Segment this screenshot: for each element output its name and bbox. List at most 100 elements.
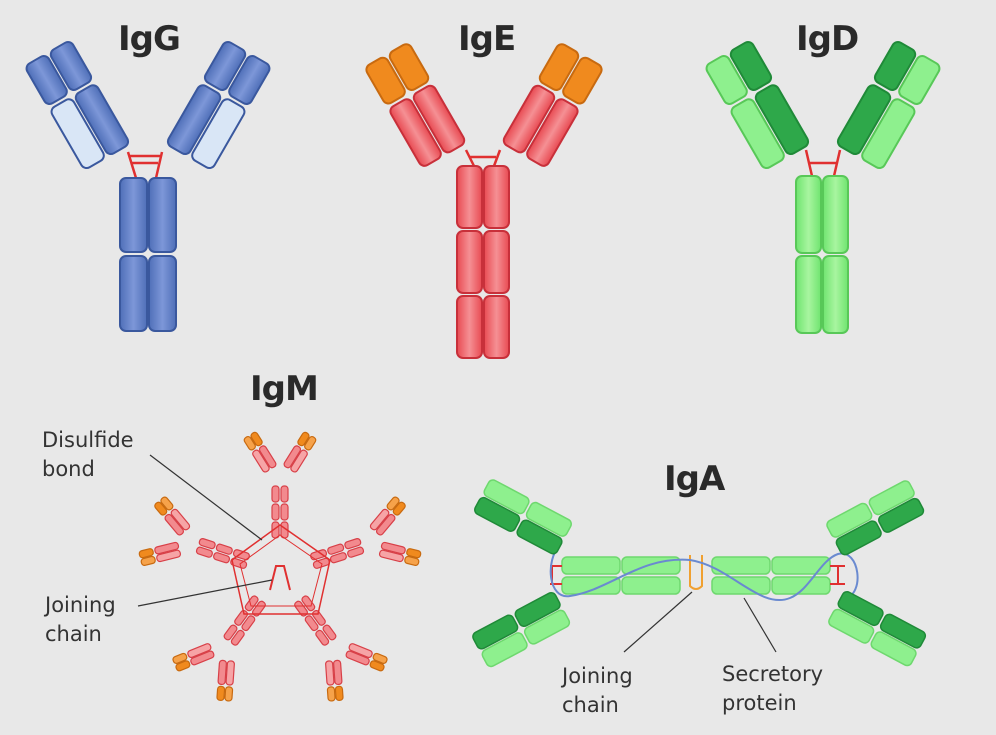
- igm-heavy-chain-segment: [329, 552, 347, 564]
- igd-title: IgD: [796, 19, 859, 59]
- igm-variable-region: [250, 431, 263, 447]
- secretory-protein-label: Secretory protein: [722, 660, 823, 718]
- igm-heavy-chain-segment: [294, 600, 308, 617]
- iga-heavy-chain-segment: [561, 556, 621, 575]
- igm-variable-region: [140, 555, 156, 566]
- igm-heavy-chain-segment: [322, 624, 337, 641]
- iga-light-chain-segment: [481, 632, 528, 668]
- igm-variable-region: [297, 431, 310, 447]
- igm-light-chain-segment: [325, 660, 335, 686]
- igm-heavy-chain-segment: [375, 513, 396, 536]
- igm-variable-region: [154, 501, 168, 516]
- igm-variable-region: [406, 548, 422, 559]
- igm-pentamer: [138, 431, 422, 702]
- igm-variable-region: [326, 686, 336, 702]
- igm-arm: [345, 643, 388, 672]
- igg-heavy-chain-segment: [119, 255, 148, 332]
- igm-joining-chain-label-line-1: Joining: [45, 593, 116, 617]
- igm-variable-region: [392, 501, 406, 516]
- secretory-protein-leader-line: [743, 597, 777, 653]
- igd-heavy-chain-segment: [795, 255, 822, 334]
- ige-variable-region: [538, 43, 580, 91]
- igm-monomer: [294, 595, 388, 702]
- iga-light-chain-segment: [826, 502, 873, 538]
- igm-heavy-chain-segment: [344, 537, 362, 550]
- disulfide-bond-label: Disulfide bond: [42, 426, 134, 484]
- ige-light-chain-segment: [389, 98, 442, 167]
- igg-heavy-chain-segment: [119, 177, 148, 253]
- secretory-protein-label-line-1: Secretory: [722, 662, 824, 686]
- iga-secretory-protein: [549, 544, 859, 601]
- igm-arm: [154, 496, 191, 536]
- iga-heavy-chain-segment: [514, 591, 561, 627]
- igg-heavy-chain-segment: [74, 84, 130, 156]
- igd-light-chain-segment: [898, 55, 941, 105]
- igd-heavy-chain-segment: [754, 84, 810, 156]
- iga-title: IgA: [664, 459, 725, 499]
- igm-monomer: [243, 431, 317, 539]
- igm-heavy-chain-segment: [241, 615, 256, 632]
- igm-heavy-chain-segment: [380, 541, 406, 555]
- igm-disulfide-ring: [231, 524, 331, 615]
- ige-heavy-chain-segment: [456, 295, 483, 359]
- iga-heavy-chain-segment: [879, 613, 927, 649]
- igm-variable-region: [138, 548, 154, 559]
- iga-joining-chain-label: Joining chain: [562, 662, 633, 720]
- igm-arm: [283, 431, 317, 473]
- iga-heavy-chain-segment: [472, 614, 519, 650]
- ige-variable-region: [562, 56, 603, 105]
- igg-antibody: [25, 41, 271, 332]
- igm-light-chain-segment: [170, 508, 191, 531]
- igd-heavy-chain-segment: [836, 84, 892, 156]
- igm-joining-chain: [269, 565, 291, 591]
- igd-heavy-chain-segment: [822, 255, 849, 334]
- igm-heavy-chain-segment: [345, 650, 370, 666]
- igm-variable-region: [175, 660, 191, 672]
- ige-variable-region: [365, 56, 406, 105]
- iga-light-chain-segment: [525, 501, 572, 537]
- iga-light-chain-segment: [483, 479, 530, 515]
- igm-light-chain-segment: [369, 508, 390, 531]
- iga-heavy-chain-segment: [837, 591, 884, 627]
- igm-variable-region: [369, 660, 385, 672]
- iga-joining-chain-label-line-1: Joining: [562, 664, 633, 688]
- igm-monomer: [138, 496, 250, 569]
- igm-heavy-chain-segment: [244, 595, 259, 612]
- iga-heavy-chain-segment: [516, 519, 563, 555]
- igm-heavy-chain-segment: [230, 557, 248, 569]
- igm-joining-chain-label: Joining chain: [45, 591, 116, 649]
- igm-heavy-chain-segment: [215, 543, 233, 555]
- ige-title: IgE: [458, 19, 516, 59]
- igm-arm: [138, 541, 182, 566]
- igg-light-chain-segment: [50, 98, 105, 170]
- igm-monomer: [172, 595, 266, 702]
- igm-variable-region: [304, 435, 317, 451]
- igm-variable-region: [216, 685, 226, 701]
- igg-title: IgG: [118, 19, 181, 59]
- iga-heavy-chain-segment: [561, 576, 621, 595]
- igd-light-chain-segment: [705, 55, 748, 105]
- igm-light-chain-segment: [156, 549, 182, 563]
- iga-heavy-chain-segment: [711, 556, 771, 575]
- igm-heavy-chain-segment: [198, 537, 216, 550]
- iga-heavy-chain-segment: [771, 556, 831, 575]
- igg-disulfide-bond: [126, 151, 164, 179]
- igm-variable-region: [372, 652, 388, 664]
- iga-joining-chain-leader-line: [623, 591, 693, 653]
- igm-heavy-chain-segment: [252, 600, 266, 617]
- ige-light-chain-segment: [526, 98, 579, 167]
- igm-heavy-chain-segment: [283, 445, 302, 469]
- ige-heavy-chain-segment: [483, 165, 510, 229]
- iga-light-chain-segment: [523, 609, 571, 645]
- ige-heavy-chain-segment: [456, 230, 483, 294]
- igg-heavy-chain-segment: [49, 41, 93, 91]
- igm-heavy-chain-segment: [217, 659, 227, 686]
- igm-heavy-chain-segment: [190, 650, 215, 666]
- igd-heavy-chain-segment: [822, 175, 849, 254]
- iga-joining-chain-label-line-2: chain: [562, 693, 619, 717]
- igg-heavy-chain-segment: [203, 41, 247, 91]
- igm-light-chain-segment: [187, 643, 212, 658]
- ige-heavy-chain-segment: [502, 84, 556, 154]
- igm-heavy-chain-segment: [195, 546, 213, 558]
